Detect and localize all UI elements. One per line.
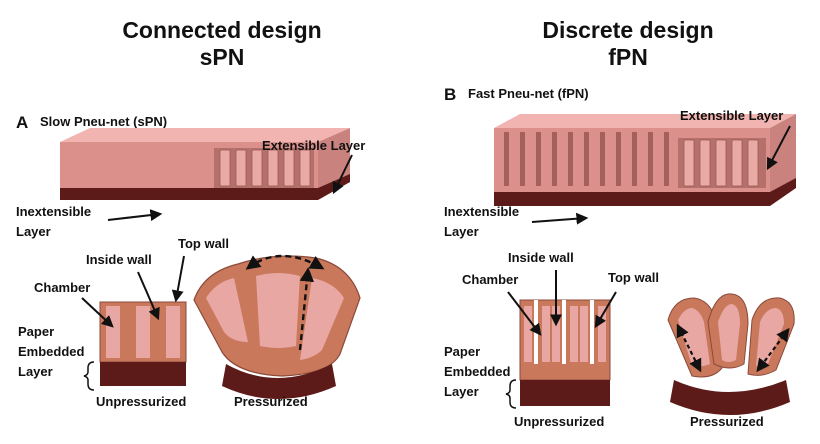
fpn-paper-label-2: Embedded — [444, 364, 511, 379]
fpn-top-wall-label: Top wall — [608, 270, 659, 285]
spn-inextensible-label-1: Inextensible — [16, 204, 91, 219]
spn-cross-section-pressurized — [193, 255, 361, 399]
spn-chamber-arrow — [81, 297, 114, 328]
fpn-chamber-arrow — [507, 291, 542, 336]
spn-inextensible-arrow — [107, 209, 163, 222]
spn-extensible-arrow — [332, 154, 353, 195]
spn-cross-section-unpressurized — [99, 301, 187, 386]
spn-inside-wall-label: Inside wall — [86, 252, 152, 267]
fpn-top-wall-arrow — [594, 291, 617, 329]
spn-expand-arrow — [298, 267, 315, 351]
panel-a-title: Slow Pneu-net (sPN) — [40, 114, 167, 129]
fpn-inside-wall-label: Inside wall — [508, 250, 574, 265]
left-heading-abbrev: sPN — [200, 44, 245, 70]
fpn-unpressurized-label: Unpressurized — [514, 414, 604, 429]
fpn-paper-label-1: Paper — [444, 344, 480, 359]
fpn-inextensible-arrow — [531, 212, 589, 225]
fpn-expand-arrow-left — [676, 323, 702, 373]
fpn-3d-block — [494, 114, 796, 206]
fpn-paper-label-3: Layer — [444, 384, 479, 399]
spn-inside-wall-arrow — [137, 271, 160, 321]
fpn-inextensible-label-2: Layer — [444, 224, 479, 239]
fpn-expand-arrow-right — [756, 327, 790, 373]
spn-top-wall-label: Top wall — [178, 236, 229, 251]
fpn-paper-brace — [505, 379, 517, 409]
panel-b-title: Fast Pneu-net (fPN) — [468, 86, 589, 101]
spn-paper-label-3: Layer — [18, 364, 53, 379]
spn-top-wall-arrow — [171, 255, 185, 303]
fpn-extensible-arrow — [766, 125, 791, 171]
fpn-pressurized-label: Pressurized — [690, 414, 764, 429]
fpn-cross-section-unpressurized — [519, 299, 611, 406]
spn-paper-label-1: Paper — [18, 324, 54, 339]
spn-paper-brace — [83, 361, 95, 391]
left-heading: Connected design — [122, 17, 321, 43]
spn-pressurized-label: Pressurized — [234, 394, 308, 409]
fpn-extensible-label: Extensible Layer — [680, 108, 783, 123]
panel-a-letter: A — [16, 113, 28, 132]
spn-extensible-label: Extensible Layer — [262, 138, 365, 153]
fpn-inextensible-label-1: Inextensible — [444, 204, 519, 219]
spn-chamber-label: Chamber — [34, 280, 90, 295]
spn-unpressurized-label: Unpressurized — [96, 394, 186, 409]
right-heading: Discrete design — [542, 17, 713, 43]
fpn-cross-section-pressurized — [667, 293, 795, 415]
fpn-chamber-label: Chamber — [462, 272, 518, 287]
spn-paper-label-2: Embedded — [18, 344, 85, 359]
spn-3d-block — [60, 128, 350, 200]
right-heading-abbrev: fPN — [608, 44, 648, 70]
panel-b-letter: B — [444, 85, 456, 104]
spn-inextensible-label-2: Layer — [16, 224, 51, 239]
